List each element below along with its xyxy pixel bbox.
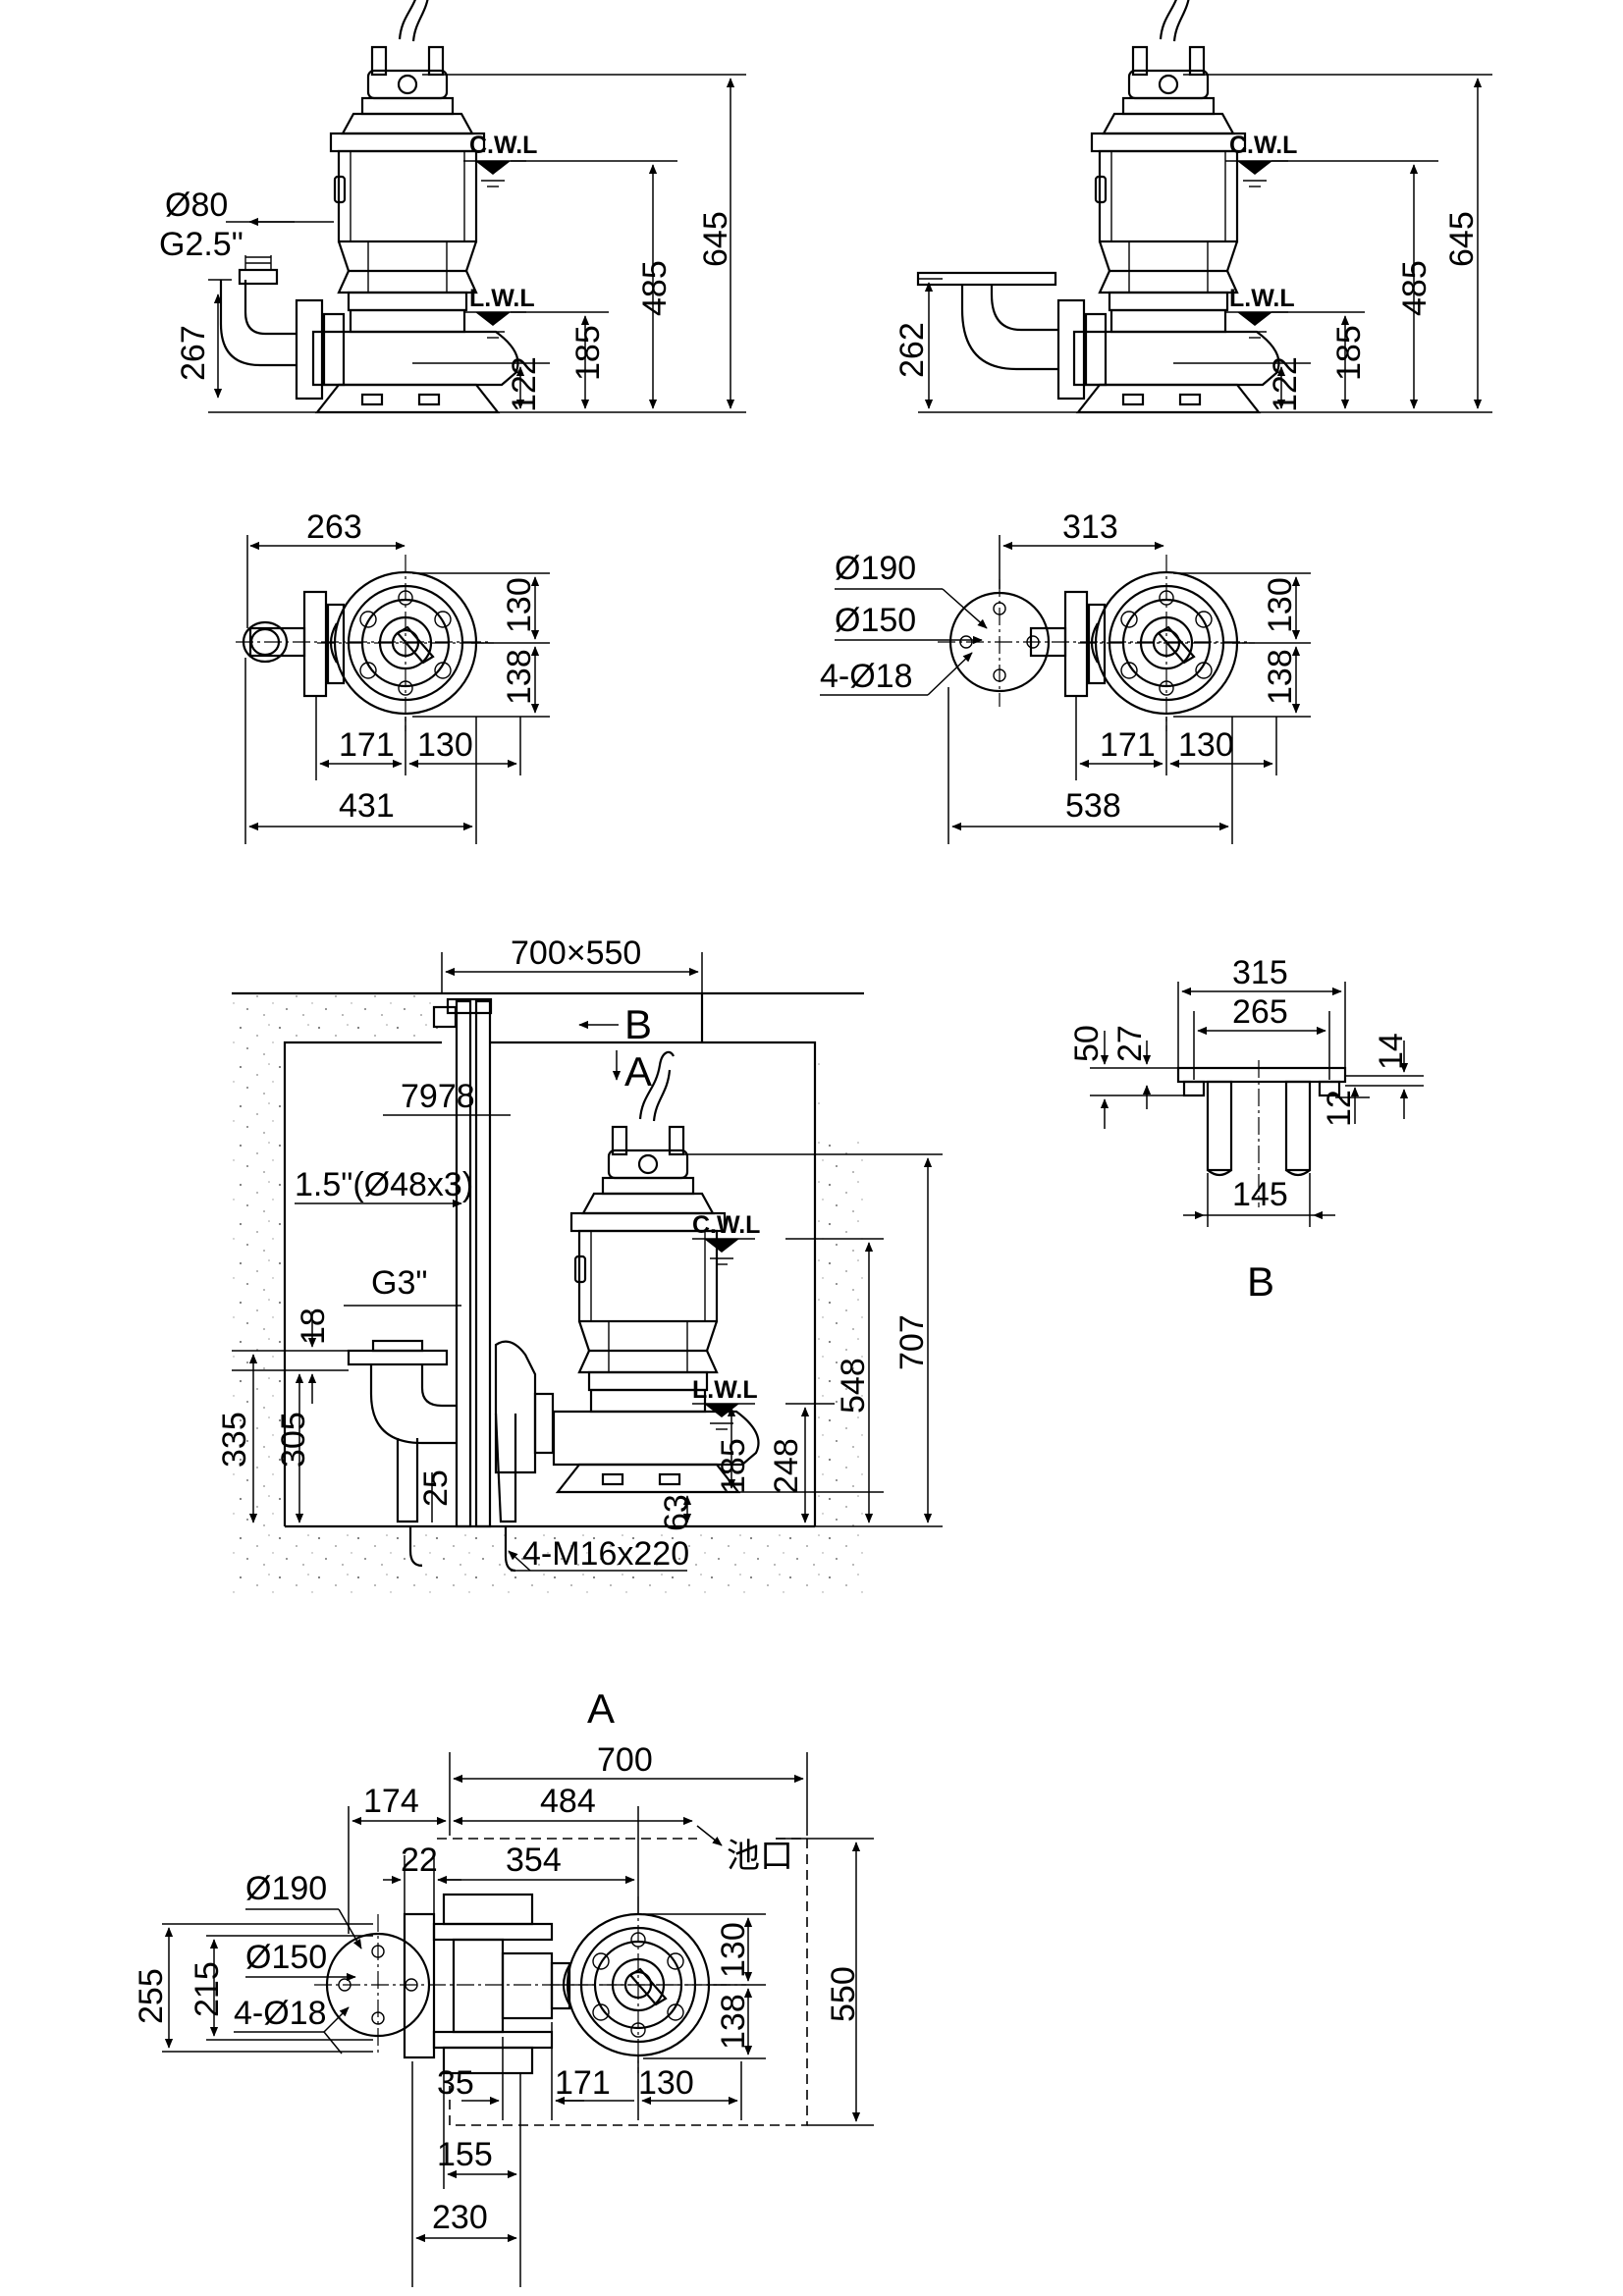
detail-b: 315 265 50 27 14 12 145 B	[1068, 954, 1424, 1305]
installation-section: C.W.L L.W.L 700×550 B A 7978 1.5"(Ø48x3)…	[216, 934, 943, 1595]
guide-rail-right	[474, 999, 492, 1528]
plan-a-dim-155: 155	[437, 2136, 493, 2173]
dim-313: 313	[1062, 508, 1118, 546]
section-a-marker: A	[624, 1048, 652, 1095]
dim-248: 248	[768, 1438, 805, 1494]
dim-130-h: 130	[417, 726, 473, 764]
plan-a-dim-171: 171	[555, 2064, 611, 2102]
dim-485: 485	[636, 260, 674, 316]
detail-b-dim-265: 265	[1232, 993, 1288, 1031]
lwl-label-2: L.W.L	[1229, 285, 1295, 312]
dim-548: 548	[835, 1358, 872, 1414]
plan-a-bolt-holes: 4-Ø18	[234, 1995, 327, 2032]
pit-opening-dim: 700×550	[511, 934, 641, 972]
guide-pipe-label: 1.5"(Ø48x3)	[295, 1166, 473, 1203]
cwl-label-pit: C.W.L	[692, 1211, 760, 1239]
outlet-thread-label: G2.5"	[159, 226, 243, 263]
dim-171: 171	[339, 726, 395, 764]
flange-pcd-label: Ø150	[835, 602, 916, 639]
plan-a-dim-700: 700	[597, 1741, 653, 1779]
plan-a-dim-130-v: 130	[715, 1922, 752, 1978]
lwl-label-pit: L.W.L	[692, 1376, 758, 1404]
detail-b-dim-27: 27	[1111, 1025, 1149, 1062]
dim-171-v2: 171	[1100, 726, 1156, 764]
detail-b-title: B	[1247, 1258, 1274, 1305]
plan-a-dim-22: 22	[401, 1842, 438, 1879]
detail-b-dim-12: 12	[1321, 1090, 1358, 1127]
dim-130-v2: 130	[1262, 577, 1299, 633]
view-1-side-elevation: C.W.L L.W.L Ø80 G2.5" 267 122 185 485 64…	[159, 0, 746, 414]
dim-122: 122	[506, 356, 543, 412]
dim-185: 185	[569, 325, 607, 381]
outlet-diameter-label: Ø80	[165, 187, 228, 224]
dim-707: 707	[893, 1314, 931, 1370]
dim-185-v2: 185	[1330, 325, 1368, 381]
dim-63: 63	[658, 1494, 695, 1531]
discharge-elbow	[369, 1364, 457, 1445]
dim-138-v2: 138	[1262, 649, 1299, 705]
dim-485-v2: 485	[1396, 260, 1434, 316]
plan-a-dim-138-v: 138	[715, 1994, 752, 2050]
outlet-thread-g3: G3"	[371, 1264, 427, 1302]
plan-a-dim-35: 35	[437, 2064, 474, 2102]
plan-view-2: Ø190 Ø150 4-Ø18 313 130 138 171 130 538	[820, 508, 1311, 844]
dim-335: 335	[216, 1412, 253, 1468]
plan-a-dim-230: 230	[432, 2199, 488, 2236]
dim-645: 645	[697, 211, 734, 267]
dim-538: 538	[1065, 787, 1121, 825]
anchor-bolts-label: 4-M16x220	[522, 1535, 689, 1573]
bolt-holes-label: 4-Ø18	[820, 658, 913, 695]
flange-thickness-dim: 18	[295, 1308, 332, 1345]
flanged-elbow	[990, 285, 1058, 332]
dim-305: 305	[275, 1412, 312, 1468]
plan-a-dim-354: 354	[506, 1842, 562, 1879]
plan-a-dim-484: 484	[540, 1783, 596, 1820]
flange-od-label: Ø190	[835, 550, 916, 587]
cwl-label-2: C.W.L	[1229, 132, 1297, 159]
plan-a-dim-255: 255	[133, 1968, 170, 2024]
plan-a-dim-215: 215	[189, 1961, 226, 2017]
detail-b-dim-14: 14	[1373, 1033, 1410, 1070]
guide-rail-left	[455, 999, 472, 1528]
view-2-side-elevation: C.W.L L.W.L 262 122 185 485 645	[893, 0, 1492, 414]
dim-122-v2: 122	[1267, 356, 1304, 412]
cwl-label: C.W.L	[469, 132, 537, 159]
detail-b-dim-145: 145	[1232, 1176, 1288, 1213]
dim-138-v: 138	[501, 649, 538, 705]
outlet-elbow	[243, 280, 297, 336]
base-plate-dim-25: 25	[417, 1469, 455, 1507]
plan-a-flange-od: Ø190	[245, 1870, 327, 1907]
dim-130-v: 130	[501, 577, 538, 633]
plan-a-dim-130-h: 130	[638, 2064, 694, 2102]
dim-645-v2: 645	[1443, 211, 1481, 267]
dim-262: 262	[893, 322, 931, 378]
plan-view-1: 263 130 138 171 130 431	[236, 508, 550, 844]
section-b-marker: B	[624, 1001, 652, 1047]
dim-267: 267	[175, 325, 212, 381]
guide-spacing-dim: 7978	[401, 1078, 475, 1115]
dim-431: 431	[339, 787, 395, 825]
outlet-flange	[295, 298, 324, 400]
dim-263: 263	[306, 508, 362, 546]
dim-185-pit: 185	[715, 1438, 752, 1494]
discharge-flange-plan	[403, 1912, 436, 2059]
pit-opening-label: 池口	[727, 1838, 793, 1875]
lwl-label: L.W.L	[469, 285, 535, 312]
detail-b-dim-315: 315	[1232, 954, 1288, 991]
plan-a-dim-174: 174	[363, 1783, 419, 1820]
plan-a-title: A	[587, 1685, 615, 1732]
detail-b-dim-50: 50	[1068, 1025, 1106, 1062]
plan-view-a: A 700 174 484 池口	[133, 1685, 874, 2287]
plan-a-dim-550: 550	[825, 1966, 862, 2022]
dim-130-h-v2: 130	[1178, 726, 1234, 764]
plan-a-flange-pcd: Ø150	[245, 1939, 327, 1976]
